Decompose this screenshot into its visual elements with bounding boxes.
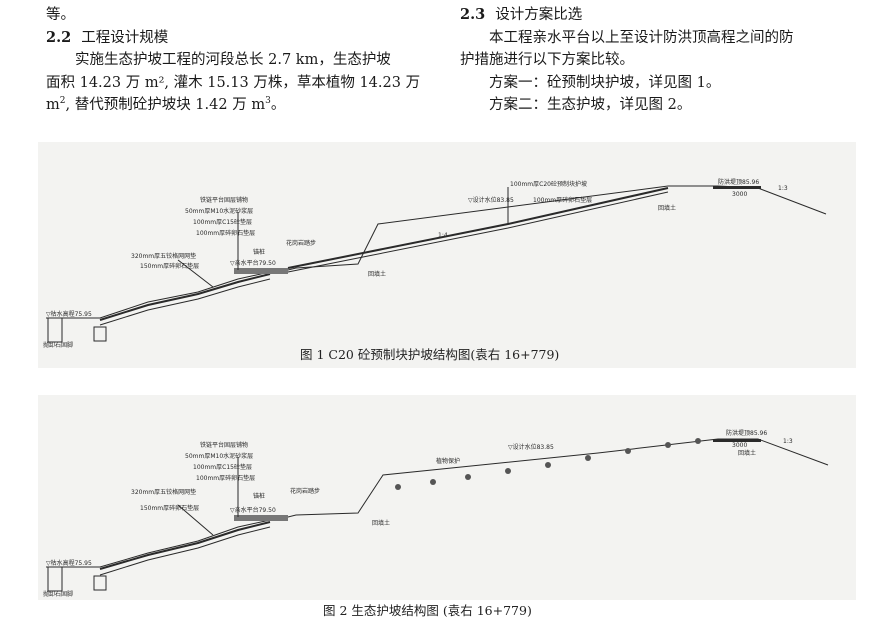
scale-paragraph-line3: m2, 替代预制砼护坡块 1.42 万 m3。 [46,94,432,117]
figure-1-caption: 图 1 C20 砼预制块护坡结构图(袁右 16+779) [300,347,560,362]
label-toe: 抛卸石固脚 [43,590,73,598]
figure-2-caption: 图 2 生态护坡结构图 (袁右 16+779) [323,603,532,618]
label-gravel-layer-2: 150mm厚碎卵石垫层 [140,262,199,270]
label-anchor: 锚桩 [253,248,265,256]
option-2-text: 方案二：生态护坡，详见图 2。 [489,97,692,113]
label-slope-ratio: 1:4 [438,232,448,239]
text-run: 。 [270,97,286,113]
label-planting: 植物保护 [436,457,460,465]
toe-pile [93,326,107,342]
label-crest: 防洪堤顶85.96 [726,429,767,437]
label-m10-layer: 50mm厚M10水泥砂浆层 [185,452,253,460]
leader-line [177,259,214,288]
figure-background [38,395,856,600]
berm-platform [234,268,288,274]
upper-slope-base [287,191,669,273]
scale-paragraph-line1: 实施生态护坡工程的河段总长 2.7 km，生态护坡 [75,52,391,68]
label-crest-width: 3000 [732,442,747,449]
label-design-water: ▽设计水位83.85 [468,196,514,204]
toe-pile [93,575,107,591]
right-column: 2.3 设计方案比选 本工程亲水平台以上至设计防洪顶高程之间的防 护措施进行以下方… [460,4,850,117]
label-crest-width: 3000 [732,191,747,198]
superscript: 2 [59,96,66,107]
option-1-text: 方案一：砼预制块护坡，详见图 1。 [489,74,721,91]
scale-paragraph-line2: 面积 14.23 万 m², 灌木 15.13 万株，草本植物 14.23 万 [46,74,421,91]
lower-slope-layer-inner [99,526,271,576]
label-bank-top: 铁链平台固层铺物 [200,196,248,204]
section-heading-2-3: 2.3 设计方案比选 [460,4,850,27]
label-m10-layer: 50mm厚M10水泥砂浆层 [185,207,253,215]
figure-2-drawing: 铁链平台固层铺物 50mm厚M10水泥砂浆层 100mm厚C15砼垫层 100m… [38,395,856,600]
crest-road [713,439,761,442]
berm-platform [234,515,288,521]
label-gabion-mat: 320mm厚五铰格网网垫 [131,488,196,496]
section-number: 2.2 [46,28,72,46]
toe-block [47,566,63,592]
label-bank-top: 铁链平台固层铺物 [200,441,248,449]
label-slope-ratio: 1:3 [783,438,793,445]
label-granite-steps: 花岗岩踏步 [290,487,320,495]
label-gabion-mat: 320mm厚五铰格网网垫 [131,252,196,260]
superscript: 3 [265,96,271,107]
label-crest: 防洪堤顶85.96 [718,178,759,186]
section-heading-2-2: 2.2 工程设计规模 [46,27,432,50]
label-berm: ▽亲水平台79.50 [230,506,276,514]
label-low-water: ▽枯水高程75.95 [46,559,92,567]
section-title: 工程设计规模 [81,29,169,46]
section-number: 2.3 [460,6,486,23]
label-design-water: ▽设计水位83.85 [508,443,554,451]
label-low-water: ▽枯水高程75.95 [46,310,92,318]
figure-1-drawing: 铁链平台固层铺物 50mm厚M10水泥砂浆层 100mm厚C15砼垫层 100m… [38,142,856,368]
planting-symbols [395,438,701,490]
upper-slope-revetment [287,187,669,269]
crest-road [713,186,761,189]
lower-slope-layer [99,273,271,321]
lower-slope-layer [99,521,271,570]
comparison-paragraph-line2: 护措施进行以下方案比较。 [460,52,634,68]
label-anchor: 锚桩 [253,492,265,500]
carry-over-text: 等。 [46,7,75,23]
label-gravel-layer-3: 100mm厚碎卵石垫层 [533,196,592,204]
label-backfill: 回填土 [368,270,386,278]
label-c15-layer: 100mm厚C15砼垫层 [193,463,252,471]
toe-block [47,317,63,343]
label-backfill-2: 回填土 [658,204,676,212]
text-run: m [46,97,60,113]
left-column: 等。 2.2 工程设计规模 实施生态护坡工程的河段总长 2.7 km，生态护坡 面… [46,4,432,117]
text-run: , 替代预制砼护坡块 1.42 万 m [65,97,266,113]
section-title: 设计方案比选 [495,7,583,23]
label-c15-layer: 100mm厚C15砼垫层 [193,218,252,226]
comparison-paragraph-line1: 本工程亲水平台以上至设计防洪顶高程之间的防 [489,29,794,46]
figure-background [38,142,856,368]
label-gravel-layer-2: 150mm厚碎卵石垫层 [140,504,199,512]
label-toe: 抛卸石固脚 [43,341,73,349]
label-backfill-2: 回填土 [738,449,756,457]
lower-slope-layer-inner [99,278,271,326]
label-c20-revetment: 100mm厚C20砼预制块护坡 [510,180,587,188]
label-berm: ▽亲水平台79.50 [230,259,276,267]
label-granite-steps: 花岗岩踏步 [286,239,316,247]
label-backfill: 回填土 [372,519,390,527]
label-gravel-layer: 100mm厚碎卵石垫层 [196,474,255,482]
label-gravel-layer: 100mm厚碎卵石垫层 [196,229,255,237]
label-slope-ratio-2: 1:3 [778,185,788,192]
leader-line [177,504,214,536]
